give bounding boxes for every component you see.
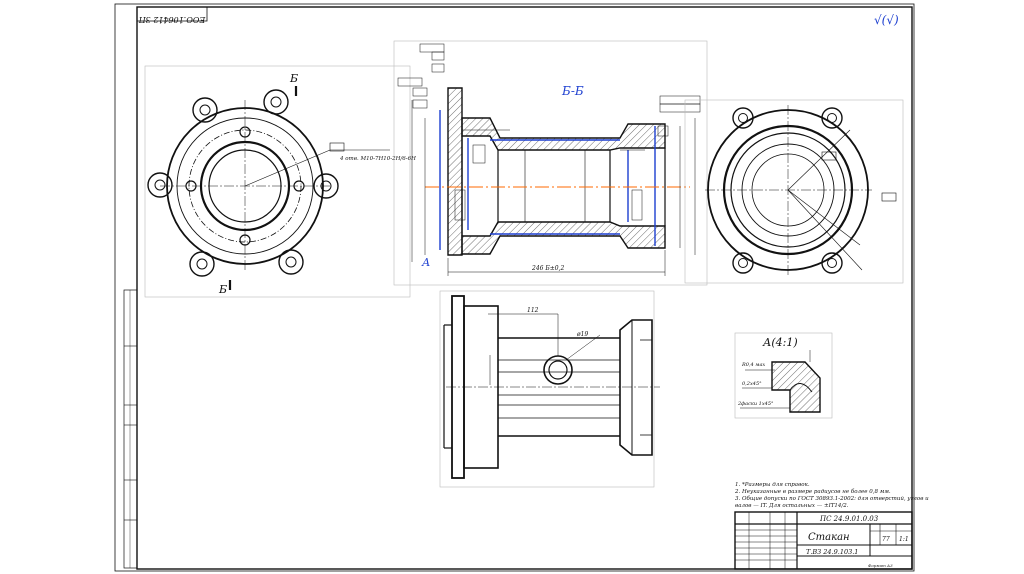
note-line-2: 2. Неуказанные в размере радиусов не бол… (734, 488, 891, 495)
technical-notes: 1. *Размеры для справок. 2. Неуказанные … (734, 482, 929, 509)
hole-diameter-dim: ø19 (576, 331, 588, 338)
scale-value: 1:1 (899, 536, 909, 543)
note-line-4: валов — IT. Для остальных — ±IT14/2. (735, 503, 849, 509)
cut-letter-bottom: Б (218, 283, 227, 296)
holes-spec-label: 4 отв. М10-7Н10-2Н/6-6Н (339, 156, 416, 162)
section-view (393, 40, 708, 286)
doc-code-box: ЕОО.106412 ЗП (136, 6, 208, 24)
note-line-3: 3. Общие допуски по ГОСТ 30893.1-2002: д… (735, 495, 929, 502)
cut-letter-top: Б (289, 72, 298, 85)
dim-112: 112 (527, 307, 539, 314)
note-line-1: 1. *Размеры для справок. (735, 482, 810, 488)
detail-title: А(4:1) (762, 336, 798, 349)
section-label: Б-Б (561, 84, 584, 98)
sheet-frame (114, 3, 915, 572)
doc-number: ПС 24.9.01.0.03 (819, 515, 879, 523)
doc-code-rotated: ЕОО.106412 ЗП (138, 15, 207, 24)
roughness-general-mark: √(√) (874, 13, 899, 27)
left-flange-view (144, 65, 411, 298)
total-length-dim: 246 Б±0,2 (531, 265, 565, 272)
view-letter-a: А (421, 256, 430, 269)
detail-dim-3: 2фаски 1х45° (737, 400, 774, 407)
detail-view (734, 332, 833, 419)
lower-side-view (439, 290, 660, 488)
detail-dim-2: 0,2х45° (742, 381, 762, 387)
sheet-number: 77 (882, 536, 890, 543)
part-name: Стакан (808, 532, 850, 543)
title-block (734, 511, 913, 570)
group-code: Т.ВЗ 24.9.103.1 (806, 548, 858, 556)
right-flange-view (684, 99, 904, 284)
detail-dim-1: R0,4 мах (741, 362, 765, 368)
format-label: Формат А3 (868, 563, 893, 568)
